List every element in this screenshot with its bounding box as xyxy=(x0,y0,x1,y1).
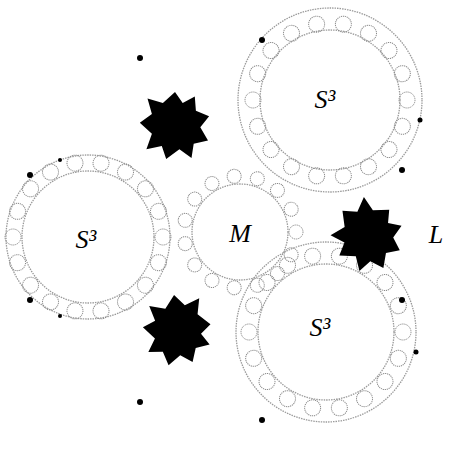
region-label: S³ xyxy=(310,315,331,341)
region-label: M xyxy=(229,221,251,247)
region-label: S³ xyxy=(76,227,97,253)
region-label: L xyxy=(429,222,443,248)
region-label: S³ xyxy=(315,87,336,113)
